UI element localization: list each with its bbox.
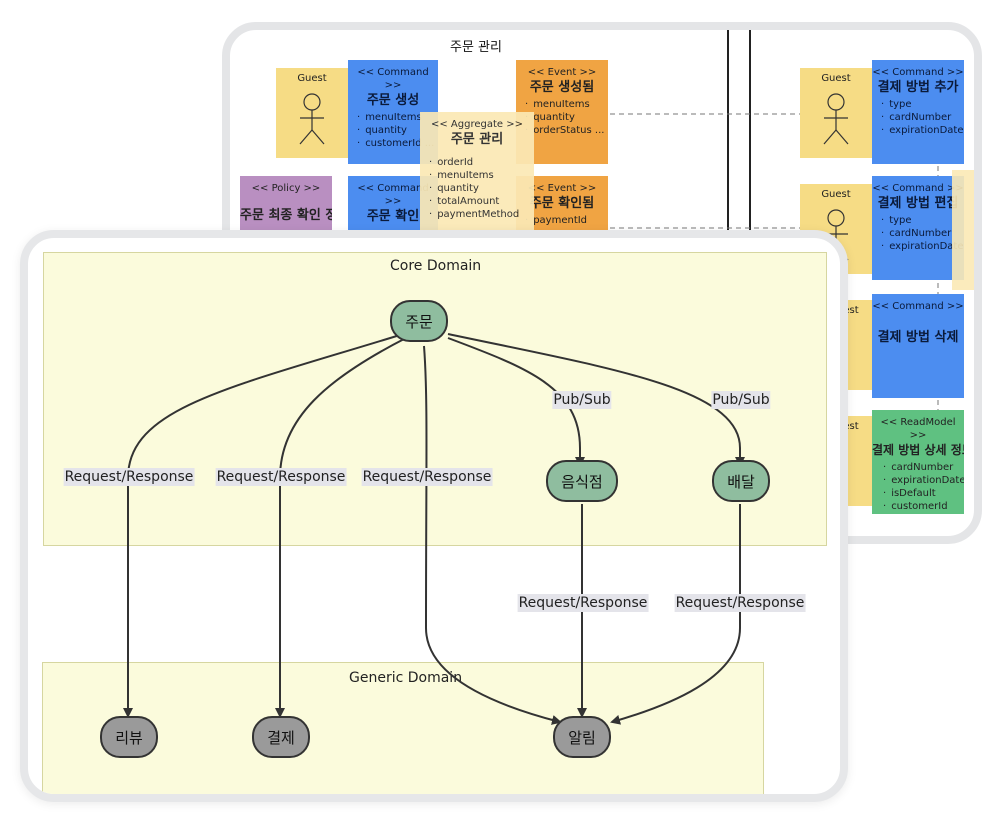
sticky-field: paymentId bbox=[533, 214, 608, 227]
edge-label: Request/Response bbox=[674, 594, 806, 612]
node-payment[interactable]: 결제 bbox=[252, 716, 310, 758]
sticky-title: 주문 생성됨 bbox=[529, 80, 595, 95]
aggregate-sticky: << Aggregate >> 주문 관리 orderId menuItems … bbox=[420, 112, 534, 232]
context-divider bbox=[749, 30, 751, 230]
aggregate-sticky-partial bbox=[952, 170, 974, 290]
sticky-field: type bbox=[889, 98, 964, 111]
sticky-field: quantity bbox=[533, 111, 608, 124]
edge-label: Request/Response bbox=[63, 468, 195, 486]
command-sticky: << Command >> 결제 방법 삭제 bbox=[872, 294, 964, 398]
sticky-stereotype: << Command >> bbox=[872, 67, 964, 78]
sticky-field: customerId bbox=[891, 500, 964, 513]
edge-delivery-notification bbox=[610, 504, 741, 725]
sticky-field: menuItems bbox=[437, 169, 534, 182]
sticky-title: 주문 생성 bbox=[366, 93, 420, 108]
bounded-context-title: 주문 관리 bbox=[450, 40, 502, 55]
sticky-title: 결제 방법 편집 bbox=[877, 196, 959, 211]
sticky-stereotype: << Event >> bbox=[527, 183, 597, 194]
sticky-title: 주문 관리 bbox=[450, 132, 504, 147]
edge-label: Request/Response bbox=[517, 594, 649, 612]
node-notification[interactable]: 알림 bbox=[553, 716, 611, 758]
edge-order-review bbox=[123, 334, 401, 718]
readmodel-sticky: << ReadModel >> 결제 방법 상세 정보 cardNumber e… bbox=[872, 410, 964, 514]
context-map-panel: Core Domain Generic Domain Request/Respo… bbox=[20, 230, 848, 802]
generic-domain-label: Generic Domain bbox=[349, 670, 463, 686]
sticky-stereotype: << Policy >> bbox=[251, 183, 321, 194]
sticky-stereotype: << Aggregate >> bbox=[430, 119, 523, 130]
sticky-title: 결제 방법 상세 정보 bbox=[872, 443, 964, 457]
person-icon bbox=[299, 93, 325, 145]
sticky-title: 주문 확인됨 bbox=[529, 196, 595, 211]
person-icon bbox=[823, 93, 849, 145]
edge-label: Pub/Sub bbox=[552, 391, 612, 409]
node-order[interactable]: 주문 bbox=[390, 300, 448, 342]
policy-sticky: << Policy >> 주문 최종 확인 정책 bbox=[240, 176, 332, 236]
edge-label: Request/Response bbox=[215, 468, 347, 486]
node-review[interactable]: 리뷰 bbox=[100, 716, 158, 758]
command-sticky: << Command >> 결제 방법 편집 type cardNumber e… bbox=[872, 176, 964, 280]
edge-order-restaurant bbox=[447, 337, 585, 467]
context-divider bbox=[727, 30, 729, 230]
actor-label: Guest bbox=[821, 73, 851, 84]
sticky-field: expirationDate bbox=[891, 474, 964, 487]
core-domain-label: Core Domain bbox=[390, 258, 482, 274]
sticky-stereotype: << Event >> bbox=[527, 67, 597, 78]
node-delivery[interactable]: 배달 bbox=[712, 460, 770, 502]
command-sticky: << Command >> 결제 방법 추가 type cardNumber e… bbox=[872, 60, 964, 164]
actor-sticky: Guest bbox=[276, 68, 348, 158]
sticky-stereotype: << Command >> bbox=[357, 183, 429, 207]
actor-label: est bbox=[843, 421, 859, 432]
actor-label: Guest bbox=[821, 189, 851, 200]
sticky-field: paymentMethod bbox=[437, 208, 534, 221]
sticky-field: expirationDate bbox=[889, 240, 964, 253]
sticky-field: isDefault bbox=[891, 487, 964, 500]
sticky-field: quantity bbox=[365, 124, 438, 137]
actor-label: Guest bbox=[297, 73, 327, 84]
sticky-field: quantity bbox=[437, 182, 534, 195]
sticky-field: orderStatus ... bbox=[533, 124, 608, 137]
sticky-stereotype: << Command >> bbox=[357, 67, 429, 91]
sticky-title: 결제 방법 추가 bbox=[877, 80, 959, 95]
actor-sticky: Guest bbox=[800, 68, 872, 158]
edge-order-notification bbox=[423, 345, 562, 725]
sticky-stereotype: << ReadModel >> bbox=[880, 417, 956, 441]
node-restaurant[interactable]: 음식점 bbox=[546, 460, 618, 502]
event-sticky: << Event >> 주문 생성됨 menuItems quantity or… bbox=[516, 60, 608, 164]
edge-label: Pub/Sub bbox=[711, 391, 771, 409]
sticky-field: customerId ... bbox=[365, 137, 438, 150]
sticky-title: 주문 확인 bbox=[366, 209, 420, 224]
edge-order-delivery bbox=[447, 333, 745, 467]
sticky-field: expirationDate bbox=[889, 124, 964, 137]
sticky-title: 주문 최종 확인 정책 bbox=[240, 208, 332, 223]
edge-order-payment bbox=[275, 337, 407, 718]
sticky-field: cardNumber bbox=[891, 461, 964, 474]
sticky-stereotype: << Command >> bbox=[872, 183, 964, 194]
sticky-field: type bbox=[889, 214, 964, 227]
generic-domain-box bbox=[42, 662, 764, 794]
sticky-field: totalAmount bbox=[437, 195, 534, 208]
actor-label: est bbox=[843, 305, 859, 316]
sticky-field: orderId bbox=[437, 156, 534, 169]
sticky-stereotype: << Command >> bbox=[872, 301, 964, 312]
sticky-field: menuItems bbox=[365, 111, 438, 124]
sticky-field: cardNumber bbox=[889, 111, 964, 124]
sticky-field: menuItems bbox=[533, 98, 608, 111]
sticky-field: cardNumber bbox=[889, 227, 964, 240]
edge-label: Request/Response bbox=[361, 468, 493, 486]
sticky-title: 결제 방법 삭제 bbox=[877, 330, 959, 345]
